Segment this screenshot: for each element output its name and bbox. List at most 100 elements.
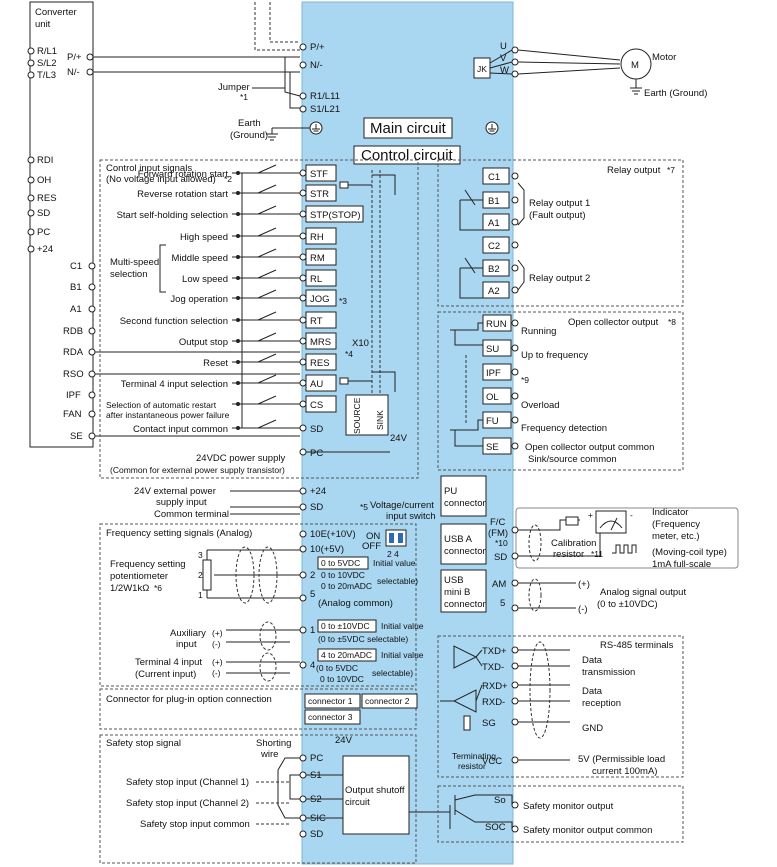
- usb-mini-b-connector[interactable]: [440, 569, 487, 613]
- pu-label: PU: [444, 486, 457, 497]
- lterm-pc: PC: [37, 227, 50, 238]
- connector-3-label: connector 3: [308, 712, 353, 722]
- connector-3[interactable]: [304, 709, 361, 725]
- oc-term-4: FU: [486, 416, 499, 427]
- input-pin-11: [299, 400, 307, 408]
- pc-term: PC: [310, 448, 323, 459]
- input-label-4: Middle speed: [171, 253, 228, 264]
- relay1-label: Relay output 1: [529, 198, 590, 209]
- term-nn-left: N/-: [67, 67, 80, 78]
- oc-overload: Overload: [521, 400, 560, 411]
- usb-a-connector[interactable]: [440, 523, 487, 565]
- relay2-box-2: [482, 281, 510, 299]
- lterm-rdi: RDI: [37, 155, 53, 166]
- term-pf-left: P/+: [67, 52, 82, 63]
- term-u: U: [500, 41, 507, 52]
- main-circuit-wires: [93, 2, 301, 109]
- converter-unit-box: [29, 1, 94, 448]
- connector-1[interactable]: [304, 693, 361, 709]
- t4-input-label-2: (Current input): [135, 669, 196, 680]
- earth-icon-right: [485, 121, 499, 135]
- fm-fc: F/C: [490, 517, 505, 528]
- input-term-12: SD: [310, 424, 323, 435]
- motor-label: Motor: [652, 52, 676, 63]
- freq-group: [99, 523, 417, 687]
- optocoupler-icons: [339, 174, 396, 392]
- input-label-9: Reset: [203, 358, 228, 369]
- v24-label: 24V: [390, 433, 408, 444]
- data-rx-label-2: reception: [582, 698, 621, 709]
- input-term-3: RH: [310, 232, 324, 243]
- t2-range-3: 0 to 20mADC: [321, 581, 372, 591]
- term-2: 2: [310, 570, 315, 581]
- input-term-0: STF: [310, 169, 328, 180]
- input-label-3: High speed: [180, 232, 228, 243]
- left-terminals: RDI OH RES SD PC +24 C1 B1 A1 RDB RDA RS…: [27, 155, 300, 442]
- input-pin-4: [299, 253, 307, 261]
- term-1: 1: [310, 625, 315, 636]
- pot-label-3: 1/2W1kΩ: [110, 583, 149, 594]
- oc-term-1: SU: [486, 344, 499, 355]
- connector-2[interactable]: [361, 693, 418, 709]
- fm-fm: (FM): [488, 528, 508, 539]
- control-inputs-group: [99, 159, 419, 479]
- gnd-label: GND: [582, 723, 603, 734]
- input-pin-3: [299, 232, 307, 240]
- rs485-group: [437, 635, 684, 778]
- oc-running: Running: [521, 326, 556, 337]
- svg-text:JK: JK: [477, 64, 487, 74]
- relay2-label: Relay output 2: [529, 273, 590, 284]
- relay1-box-2: [482, 213, 510, 231]
- safety-sd: SD: [310, 829, 323, 840]
- term-res-label-2: resistor: [458, 761, 486, 771]
- lterm-a1: A1: [70, 304, 82, 315]
- t4-initial: Initial value: [381, 650, 424, 660]
- relay2-term-1: B2: [488, 264, 500, 275]
- input-label-1: Reverse rotation start: [137, 189, 228, 200]
- rs485-header: RS-485 terminals: [600, 640, 674, 651]
- usbb-label-3: connector: [444, 599, 486, 610]
- input-pin-1: [299, 189, 307, 197]
- dip-off: OFF: [362, 541, 381, 552]
- control-input-header: Control input signals: [106, 163, 192, 174]
- pu-connector[interactable]: [440, 475, 487, 517]
- oc-term-2: IPF: [486, 368, 501, 379]
- converter-unit-title: Converter: [35, 7, 77, 18]
- input-term-7: RT: [310, 316, 323, 327]
- oc-term-0: RUN: [486, 319, 507, 330]
- input-term-10: AU: [310, 379, 323, 390]
- t1-initial: Initial value: [381, 621, 424, 631]
- terminating-resistor: [463, 715, 471, 731]
- data-rx-label: Data: [582, 686, 603, 697]
- ind-label-3: meter, etc.): [652, 531, 700, 542]
- t4-input-label: Terminal 4 input: [135, 657, 202, 668]
- jumper-note: *1: [240, 92, 248, 102]
- relay2-brace: [517, 259, 525, 291]
- input-pin-12: [299, 424, 307, 432]
- oc-box-3: [482, 387, 512, 405]
- vcc-label-2: current 100mA): [592, 766, 657, 777]
- input-term-11: CS: [310, 400, 323, 411]
- oc-header: Open collector output: [568, 317, 659, 328]
- input-label-8: Output stop: [179, 337, 228, 348]
- shorting-label-2: wire: [260, 749, 278, 760]
- aux-plus: (+): [212, 628, 223, 638]
- cal-label-2: resistor: [553, 549, 584, 560]
- dip-switch: ON OFF 2 4: [362, 529, 407, 559]
- relay1-box-0: [482, 167, 510, 185]
- pot-pin-1: 1: [198, 590, 203, 600]
- converter-unit-title-2: unit: [35, 19, 51, 30]
- oc-box-2: [482, 363, 512, 381]
- control-circuit-label: Control circuit: [361, 147, 454, 164]
- ind-label-2: (Frequency: [652, 519, 700, 530]
- oc-term-3: OL: [486, 392, 499, 403]
- switch-label: Voltage/current: [370, 500, 434, 511]
- term-sl2: S/L2: [37, 58, 57, 69]
- ind-label-5: 1mA full-scale: [652, 559, 711, 570]
- aux-label: Auxiliary: [170, 628, 206, 639]
- usbb-label: USB: [444, 575, 464, 586]
- rs485-term-0: TXD+: [482, 646, 507, 657]
- x10-note: *4: [345, 349, 353, 359]
- term-10: 10(+5V): [310, 544, 344, 555]
